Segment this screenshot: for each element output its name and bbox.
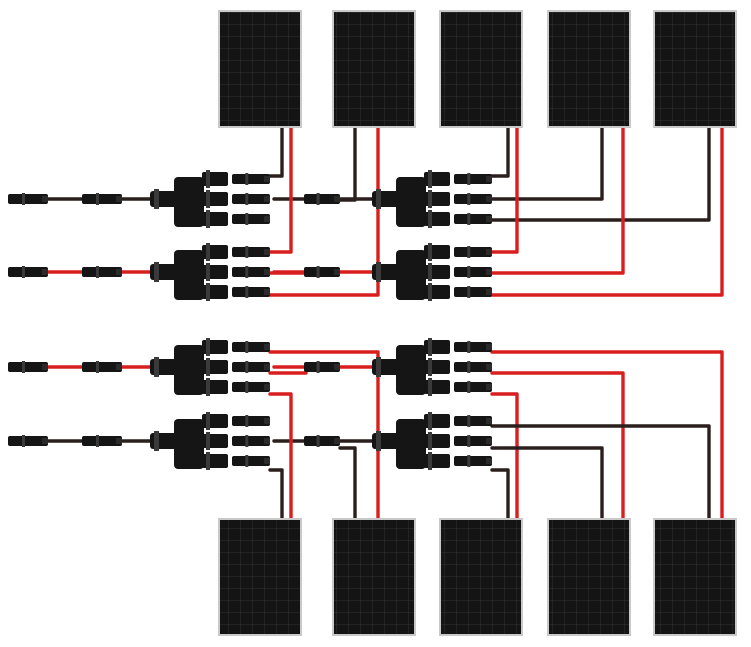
input-connector-2b [82, 266, 122, 278]
bot-pos-2 [268, 392, 293, 520]
solar-panel-top-1 [218, 10, 302, 128]
solar-panel-bottom-4 [547, 518, 631, 636]
out-connector-l-1-1 [232, 173, 270, 185]
out-connector-l-4-3 [232, 455, 270, 467]
mid-connector-1 [304, 193, 340, 205]
out-connector-l-4-1 [232, 415, 270, 427]
top-neg-1 [268, 126, 284, 178]
branch-connector-7 [150, 412, 228, 470]
out-connector-r-4-1 [454, 415, 492, 427]
out-connector-l-1-3 [232, 213, 270, 225]
out-connector-l-3-2 [232, 361, 270, 373]
top-neg-4 [490, 126, 604, 201]
out-connector-r-1-2 [454, 193, 492, 205]
top-pos-1 [268, 126, 293, 254]
out-connector-r-2-3 [454, 286, 492, 298]
top-pos-5 [490, 126, 724, 297]
input-connector-1a [8, 193, 48, 205]
solar-panel-top-2 [332, 10, 416, 128]
solar-panel-top-4 [547, 10, 631, 128]
out-connector-l-2-1 [232, 246, 270, 258]
out-connector-l-3-3 [232, 381, 270, 393]
out-connector-l-1-2 [232, 193, 270, 205]
branch-connector-6 [372, 338, 450, 396]
input-connector-2a [8, 266, 48, 278]
bot-neg-3 [490, 446, 604, 520]
solar-panel-bottom-5 [653, 518, 737, 636]
bot-pos-5 [490, 392, 519, 520]
top-pos-2 [268, 126, 380, 297]
bot-pos-4 [490, 371, 625, 520]
input-connector-1b [82, 193, 122, 205]
solar-panel-bottom-3 [439, 518, 523, 636]
input-connector-4a [8, 435, 48, 447]
out-connector-r-1-3 [454, 213, 492, 225]
input-connector-4b [82, 435, 122, 447]
solar-panel-bottom-2 [332, 518, 416, 636]
top-pos-4 [490, 126, 625, 275]
mid-connector-3 [304, 361, 340, 373]
input-connector-3b [82, 361, 122, 373]
branch-connector-3 [150, 243, 228, 301]
solar-panel-top-5 [653, 10, 737, 128]
connectors-layer [8, 170, 492, 470]
branch-connector-5 [150, 338, 228, 396]
out-connector-r-1-1 [454, 173, 492, 185]
top-pos-3 [490, 126, 519, 254]
branch-connector-4 [372, 243, 450, 301]
branch-connector-1 [150, 170, 228, 228]
out-connector-r-2-1 [454, 246, 492, 258]
solar-panel-top-3 [439, 10, 523, 128]
out-connector-r-3-3 [454, 381, 492, 393]
wires-layer [44, 126, 724, 520]
panels-layer [218, 10, 737, 636]
out-connector-r-3-2 [454, 361, 492, 373]
out-connector-r-3-1 [454, 341, 492, 353]
branch-connector-2 [372, 170, 450, 228]
out-connector-r-4-2 [454, 435, 492, 447]
top-neg-3 [490, 126, 510, 178]
input-connector-3a [8, 361, 48, 373]
branch-connector-8 [372, 412, 450, 470]
out-connector-l-4-2 [232, 435, 270, 447]
top-neg-2 [338, 126, 357, 202]
solar-panel-bottom-1 [218, 518, 302, 636]
bot-pos-3 [490, 350, 724, 520]
bot-neg-4 [490, 468, 510, 520]
top-neg-5 [490, 126, 711, 222]
out-connector-r-2-2 [454, 266, 492, 278]
bot-neg-5 [338, 446, 357, 520]
out-connector-r-4-3 [454, 455, 492, 467]
bot-neg-1 [268, 468, 284, 520]
bot-neg-2 [490, 424, 711, 520]
out-connector-l-2-3 [232, 286, 270, 298]
out-connector-l-2-2 [232, 266, 270, 278]
mid-connector-2 [304, 266, 340, 278]
mid-connector-4 [304, 435, 340, 447]
out-connector-l-3-1 [232, 341, 270, 353]
bot-pos-1 [268, 350, 380, 520]
